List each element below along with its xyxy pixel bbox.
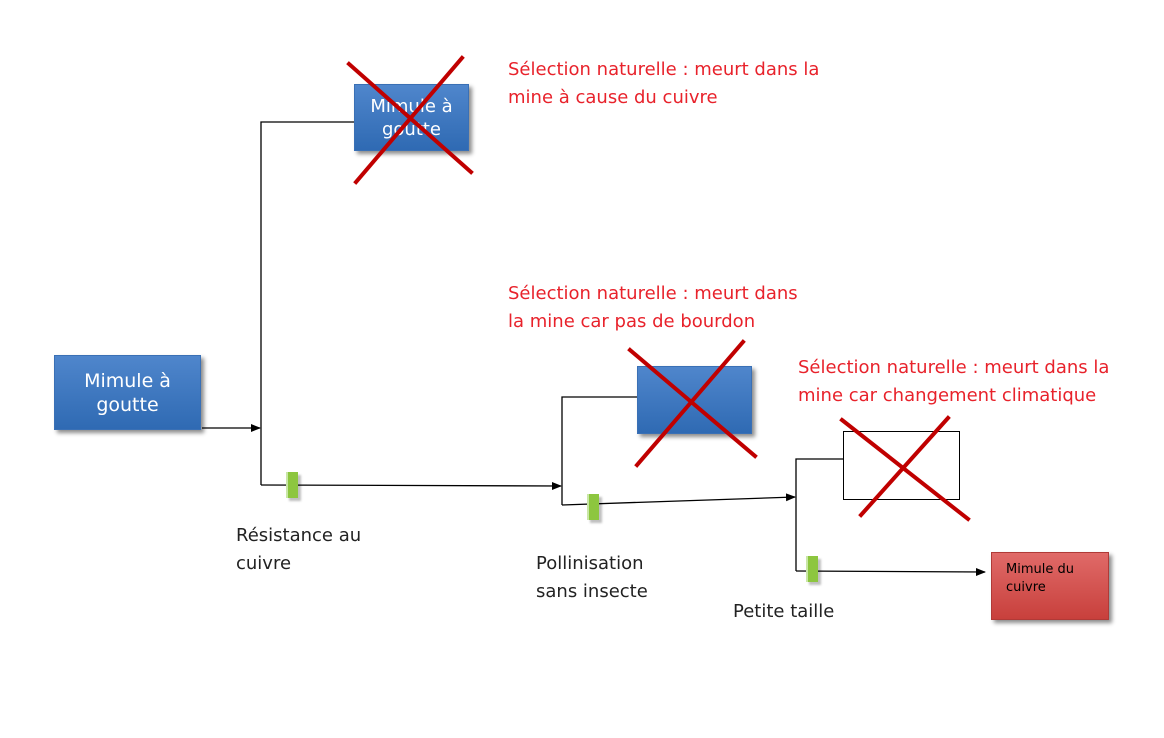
- final-box: Mimule du cuivre: [991, 552, 1109, 620]
- cross-icon: [627, 339, 758, 468]
- selection-note-middle: Sélection naturelle : meurt dans la mine…: [508, 283, 798, 332]
- selection-note-right: Sélection naturelle : meurt dans la mine…: [798, 357, 1110, 406]
- arrow-copper: [260, 481, 562, 490]
- cross-icon: [346, 55, 474, 185]
- arrow-pollination: [561, 493, 796, 506]
- trait-label-size: Petite taille: [733, 601, 835, 622]
- trait-marker-size: [806, 556, 818, 582]
- trait-label-copper: Résistance au cuivre: [236, 525, 362, 574]
- cross-icon: [839, 415, 971, 522]
- branch-one: [260, 121, 355, 485]
- trait-label-pollination: Pollinisation sans insecte: [536, 553, 648, 602]
- branch-three: [795, 458, 843, 571]
- trait-marker-copper: [286, 472, 298, 498]
- arrow-size: [795, 567, 986, 576]
- selection-note-top: Sélection naturelle : meurt dans la mine…: [508, 59, 820, 108]
- trait-marker-pollination: [587, 494, 599, 520]
- start-box: Mimule à goutte: [54, 355, 201, 430]
- branch-two: [561, 396, 637, 505]
